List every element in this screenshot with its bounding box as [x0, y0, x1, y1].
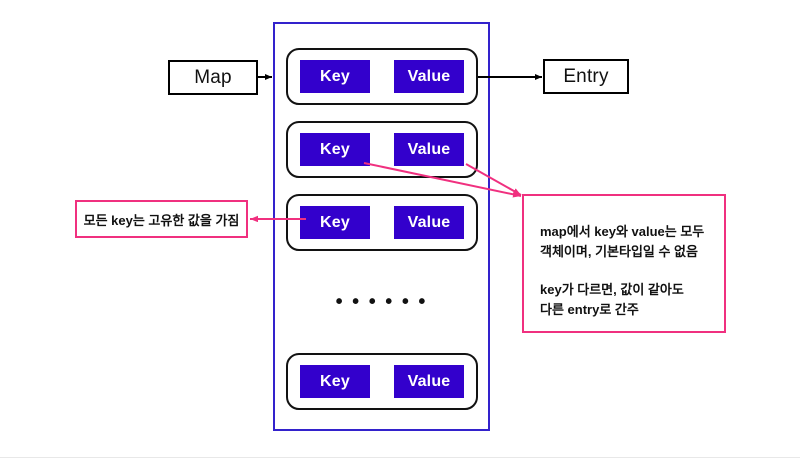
value-box: Value — [394, 133, 464, 166]
annotation-left-text: 모든 key는 고유한 값을 가짐 — [83, 212, 240, 228]
key-box: Key — [300, 365, 370, 398]
key-box: Key — [300, 206, 370, 239]
value-box: Value — [394, 365, 464, 398]
entry-node-label: Entry — [563, 65, 609, 87]
annotation-right-paragraph-1: map에서 key와 value는 모두 객체이며, 기본타입일 수 없음 — [540, 224, 705, 259]
annotation-right: map에서 key와 value는 모두 객체이며, 기본타입일 수 없음 ke… — [522, 194, 726, 333]
annotation-right-paragraph-2: key가 다르면, 값이 같아도 다른 entry로 간주 — [540, 282, 684, 317]
entry-row: Key Value — [286, 48, 478, 105]
entry-row: Key Value — [286, 194, 478, 251]
key-box: Key — [300, 60, 370, 93]
map-node: Map — [168, 60, 258, 95]
key-box: Key — [300, 133, 370, 166]
annotation-left: 모든 key는 고유한 값을 가짐 — [75, 200, 248, 238]
paragraph-spacer — [540, 262, 724, 280]
entry-node: Entry — [543, 59, 629, 94]
value-box: Value — [394, 206, 464, 239]
map-node-label: Map — [194, 66, 232, 88]
ellipsis-indicator: • • • • • • — [335, 291, 428, 313]
entry-row: Key Value — [286, 353, 478, 410]
bottom-divider — [0, 457, 800, 458]
value-box: Value — [394, 60, 464, 93]
entry-row: Key Value — [286, 121, 478, 178]
